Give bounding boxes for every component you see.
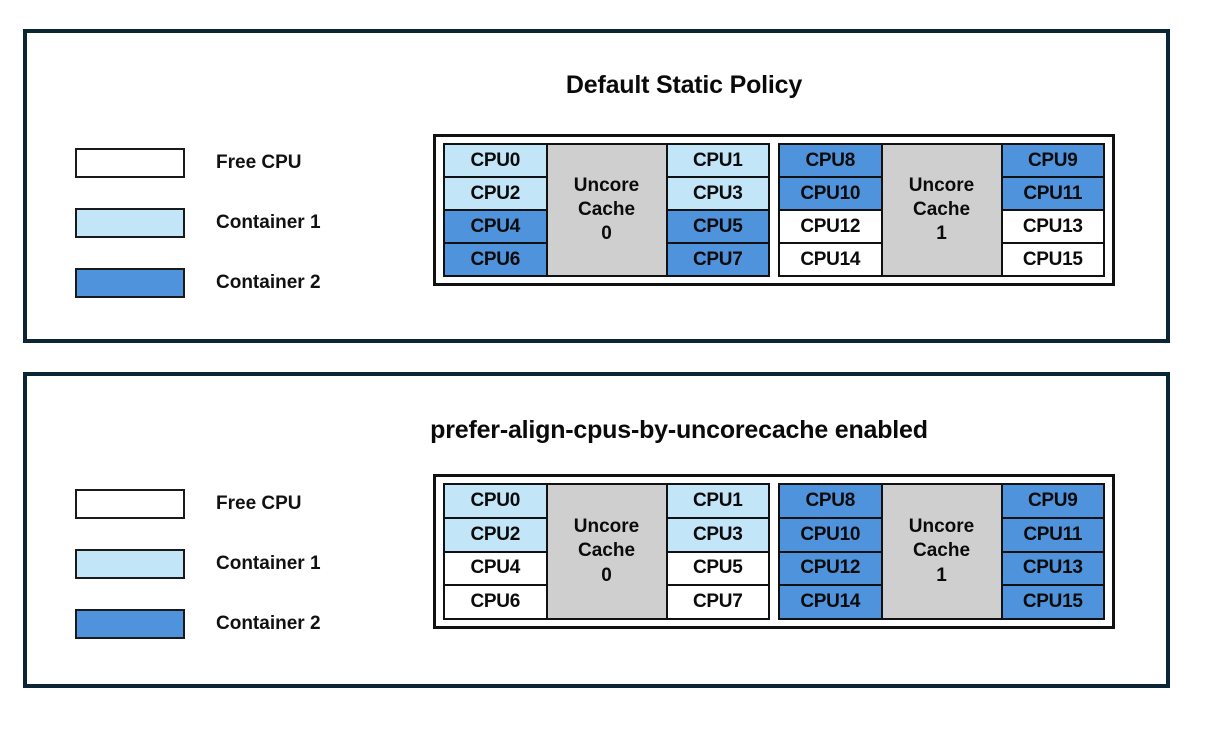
legend-swatch-free-cpu	[75, 148, 185, 178]
legend-item-free-cpu: Free CPU	[75, 133, 321, 193]
uncore-cache-index: 0	[601, 564, 612, 586]
uncore-cache-label-line-1: Uncore	[908, 174, 975, 196]
cpu-cell: CPU3	[667, 518, 768, 553]
legend-item-container-1: Container 1	[75, 193, 321, 253]
legend-item-container-1: Container 1	[75, 534, 321, 594]
uncore-cache-label-line-1: Uncore	[573, 516, 640, 538]
cpu-cell: CPU15	[1002, 586, 1103, 618]
cpu-column-left: CPU0 CPU2 CPU4 CPU6	[445, 145, 546, 275]
cpu-cell: CPU1	[667, 485, 768, 519]
cpu-cell: CPU5	[667, 211, 768, 244]
legend-item-free-cpu: Free CPU	[75, 474, 321, 534]
cpu-column-right: CPU1 CPU3 CPU5 CPU7	[667, 145, 768, 275]
cpu-cell: CPU13	[1002, 211, 1103, 244]
page-title: Default Static Policy	[565, 71, 803, 99]
cpu-cell: CPU8	[780, 485, 881, 519]
cpu-cell: CPU7	[667, 244, 768, 275]
legend-swatch-container-1	[75, 549, 185, 579]
uncore-cache-index: 1	[936, 223, 947, 245]
cpu-column-right: CPU9 CPU11 CPU13 CPU15	[1002, 145, 1103, 275]
cpu-cell: CPU14	[780, 586, 881, 618]
uncore-cache-index: 0	[601, 223, 612, 245]
legend-label-container-2: Container 2	[216, 613, 321, 634]
cpu-column-right: CPU9 CPU11 CPU13 CPU15	[1002, 485, 1103, 618]
uncore-cache-block-1: Uncore Cache 1	[880, 485, 1003, 618]
legend-item-container-2: Container 2	[75, 594, 321, 654]
cpu-cell: CPU5	[667, 552, 768, 587]
uncore-cache-label-line-1: Uncore	[573, 174, 640, 196]
cpu-cell: CPU9	[1002, 145, 1103, 178]
cpu-cell: CPU7	[667, 586, 768, 618]
legend-label-free-cpu: Free CPU	[216, 152, 302, 173]
page-title: prefer-align-cpus-by-uncorecache enabled	[430, 416, 928, 444]
legend-swatch-container-2	[75, 268, 185, 298]
uncore-cache-label-line-2: Cache	[912, 198, 971, 220]
uncore-cache-block-0: Uncore Cache 0	[545, 145, 668, 275]
cpu-topology-grid: CPU0 CPU2 CPU4 CPU6 Uncore Cache 0 CPU1 …	[433, 474, 1115, 629]
legend-label-container-1: Container 1	[216, 553, 321, 574]
cpu-cell: CPU15	[1002, 244, 1103, 275]
cpu-cell: CPU14	[780, 244, 881, 275]
cache-group-0: CPU0 CPU2 CPU4 CPU6 Uncore Cache 0 CPU1 …	[443, 483, 770, 620]
cpu-cell: CPU13	[1002, 552, 1103, 587]
cpu-cell: CPU11	[1002, 178, 1103, 211]
uncore-cache-label-line-2: Cache	[577, 540, 636, 562]
cpu-cell: CPU0	[445, 145, 546, 178]
legend-enabled: Free CPU Container 1 Container 2	[75, 474, 321, 654]
cpu-cell: CPU4	[445, 552, 546, 587]
legend-swatch-container-2	[75, 609, 185, 639]
uncore-cache-label-line-2: Cache	[912, 540, 971, 562]
cache-group-1: CPU8 CPU10 CPU12 CPU14 Uncore Cache 1 CP…	[778, 483, 1105, 620]
legend-item-container-2: Container 2	[75, 253, 321, 313]
legend-label-container-2: Container 2	[216, 272, 321, 293]
cpu-topology-grid: CPU0 CPU2 CPU4 CPU6 Uncore Cache 0 CPU1 …	[433, 134, 1115, 286]
uncore-cache-label-line-1: Uncore	[908, 516, 975, 538]
cpu-cell: CPU1	[667, 145, 768, 178]
cpu-cell: CPU10	[780, 178, 881, 211]
legend-default: Free CPU Container 1 Container 2	[75, 133, 321, 313]
cpu-cell: CPU3	[667, 178, 768, 211]
uncore-cache-label-line-2: Cache	[577, 198, 636, 220]
cpu-cell: CPU9	[1002, 485, 1103, 519]
panel-default-static-policy: Default Static Policy Free CPU Container…	[23, 29, 1170, 343]
cpu-cell: CPU4	[445, 211, 546, 244]
uncore-cache-index: 1	[936, 564, 947, 586]
cpu-cell: CPU6	[445, 244, 546, 275]
cpu-cell: CPU11	[1002, 518, 1103, 553]
cache-group-0: CPU0 CPU2 CPU4 CPU6 Uncore Cache 0 CPU1 …	[443, 143, 770, 277]
legend-label-container-1: Container 1	[216, 212, 321, 233]
legend-swatch-free-cpu	[75, 489, 185, 519]
cache-group-1: CPU8 CPU10 CPU12 CPU14 Uncore Cache 1 CP…	[778, 143, 1105, 277]
cpu-cell: CPU10	[780, 518, 881, 553]
legend-label-free-cpu: Free CPU	[216, 493, 302, 514]
cpu-cell: CPU12	[780, 211, 881, 244]
cpu-cell: CPU2	[445, 518, 546, 553]
cpu-column-left: CPU0 CPU2 CPU4 CPU6	[445, 485, 546, 618]
cpu-column-left: CPU8 CPU10 CPU12 CPU14	[780, 485, 881, 618]
uncore-cache-block-1: Uncore Cache 1	[880, 145, 1003, 275]
cpu-column-right: CPU1 CPU3 CPU5 CPU7	[667, 485, 768, 618]
cpu-cell: CPU6	[445, 586, 546, 618]
panel-prefer-align-enabled: prefer-align-cpus-by-uncorecache enabled…	[23, 372, 1170, 688]
cpu-cell: CPU8	[780, 145, 881, 178]
cpu-cell: CPU2	[445, 178, 546, 211]
cpu-cell: CPU12	[780, 552, 881, 587]
cpu-cell: CPU0	[445, 485, 546, 519]
legend-swatch-container-1	[75, 208, 185, 238]
uncore-cache-block-0: Uncore Cache 0	[545, 485, 668, 618]
cpu-column-left: CPU8 CPU10 CPU12 CPU14	[780, 145, 881, 275]
